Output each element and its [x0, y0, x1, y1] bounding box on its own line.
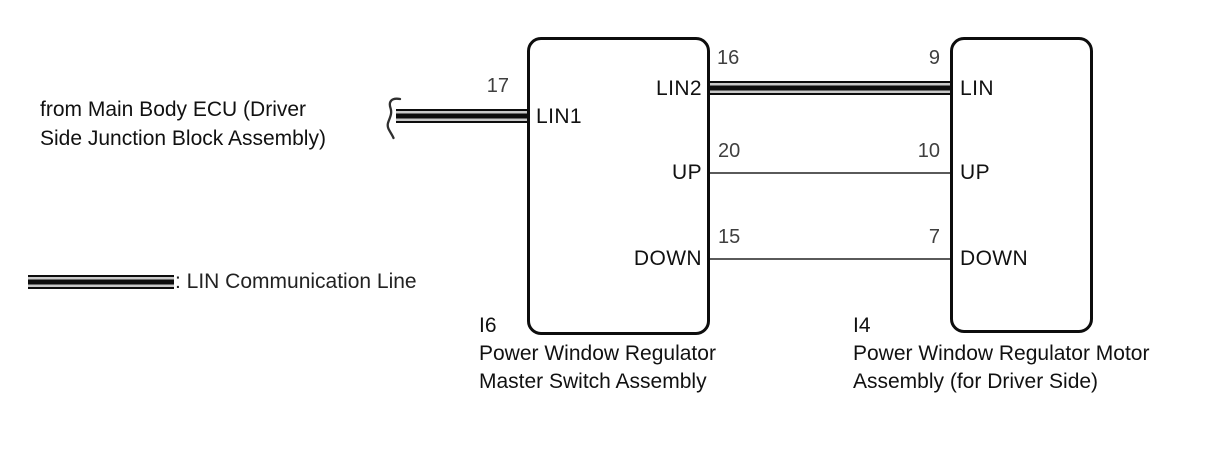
- pin-number-15: 15: [718, 226, 741, 248]
- pin-number-16: 16: [717, 47, 740, 69]
- source-note-line1: from Main Body ECU (Driver: [40, 98, 307, 121]
- lin-line-legend-swatch: [28, 275, 174, 289]
- master-switch-name-line1: Power Window Regulator: [479, 342, 716, 365]
- motor-caption: I4 Power Window Regulator Motor Assembly…: [853, 312, 1149, 396]
- pin-number-10: 10: [917, 140, 940, 162]
- pin-number-9: 9: [928, 47, 940, 69]
- pin-number-17: 17: [486, 75, 509, 97]
- pin-label-switch-up: UP: [672, 161, 702, 184]
- pin-label-switch-down: DOWN: [633, 247, 702, 270]
- pin-label-lin: LIN: [960, 77, 994, 100]
- motor-name-line1: Power Window Regulator Motor: [853, 342, 1150, 365]
- master-switch-box: [527, 37, 710, 335]
- lin-wire-lin2-to-lin: [710, 81, 950, 95]
- legend-label: : LIN Communication Line: [175, 270, 417, 293]
- master-switch-caption: I6 Power Window Regulator Master Switch …: [479, 312, 716, 396]
- pin-number-7: 7: [928, 226, 940, 248]
- up-wire: [710, 172, 950, 174]
- source-note: from Main Body ECU (Driver Side Junction…: [40, 95, 326, 153]
- pin-label-lin1: LIN1: [536, 105, 582, 128]
- motor-name-line2: Assembly (for Driver Side): [853, 370, 1099, 393]
- master-switch-id: I6: [479, 314, 497, 337]
- source-note-line2: Side Junction Block Assembly): [40, 127, 326, 150]
- pin-label-motor-up: UP: [960, 161, 990, 184]
- motor-id: I4: [853, 314, 871, 337]
- down-wire: [710, 258, 950, 260]
- lin-wire-ecu-to-lin1: [396, 109, 527, 123]
- pin-number-20: 20: [718, 140, 741, 162]
- wire-break-icon: [383, 97, 405, 146]
- pin-label-lin2: LIN2: [656, 77, 702, 100]
- master-switch-name-line2: Master Switch Assembly: [479, 370, 707, 393]
- motor-box: [950, 37, 1093, 333]
- pin-label-motor-down: DOWN: [960, 247, 1029, 270]
